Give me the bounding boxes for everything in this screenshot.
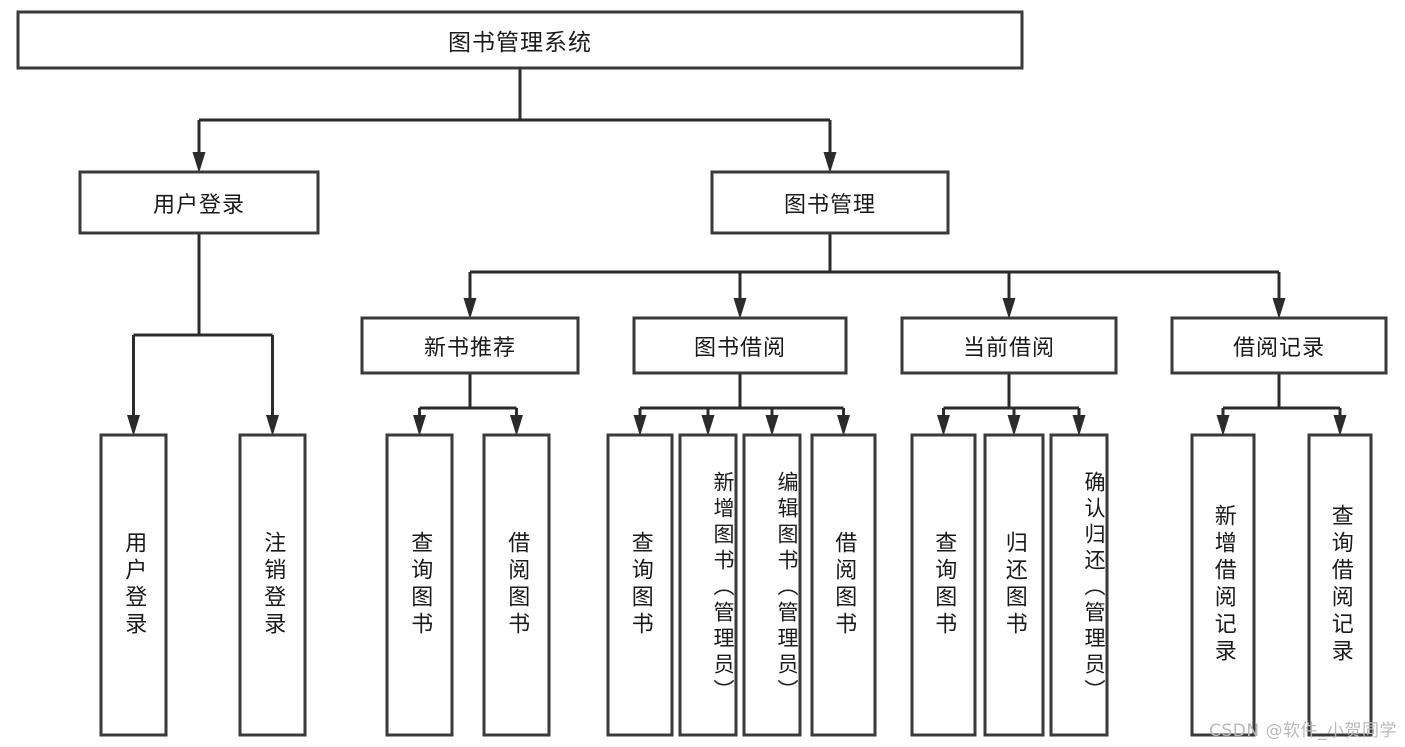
arrow-head-current-borrow	[1002, 298, 1016, 319]
arrow-head-new-book-recommend	[463, 298, 477, 319]
arrow-head-leaf-add-record	[1216, 415, 1230, 436]
arrow-head-book-manage	[823, 152, 837, 173]
node-box-leaf-add-record[interactable]	[1190, 433, 1256, 737]
node-box-leaf-confirm-return[interactable]	[1049, 433, 1109, 737]
node-box-new-book-recommend[interactable]	[360, 316, 580, 375]
node-box-leaf-add-book[interactable]	[678, 433, 738, 737]
connector-layer	[127, 68, 1347, 436]
node-box-root[interactable]	[16, 10, 1024, 70]
arrow-head-leaf-logout	[266, 415, 279, 436]
node-box-book-manage[interactable]	[710, 170, 950, 235]
node-box-leaf-query-book-1[interactable]	[385, 433, 454, 737]
node-box-leaf-edit-book[interactable]	[742, 433, 802, 737]
arrow-head-leaf-borrow-book-2	[837, 415, 850, 436]
node-box-borrow-record[interactable]	[1170, 316, 1388, 375]
arrow-head-leaf-query-book-2	[633, 415, 647, 436]
arrow-head-leaf-confirm-return	[1072, 415, 1086, 436]
node-box-leaf-borrow-book-1[interactable]	[482, 433, 551, 737]
box-layer	[16, 10, 1388, 737]
node-box-leaf-borrow-book-2[interactable]	[810, 433, 877, 737]
arrow-head-leaf-query-book-1	[413, 415, 426, 436]
arrow-head-leaf-edit-book	[765, 415, 779, 436]
arrow-head-leaf-query-record	[1333, 415, 1347, 436]
arrow-head-borrow-record	[1272, 298, 1286, 319]
arrow-head-leaf-user-login	[127, 415, 140, 436]
arrow-head-leaf-borrow-book-1	[510, 415, 523, 436]
watermark-text: CSDN @软件_小贺同学	[1209, 721, 1397, 741]
arrow-head-leaf-return-book	[1007, 415, 1021, 436]
node-box-leaf-query-record[interactable]	[1307, 433, 1373, 737]
node-box-book-borrow[interactable]	[632, 316, 848, 375]
node-box-leaf-query-book-3[interactable]	[910, 433, 977, 737]
node-box-current-borrow[interactable]	[900, 316, 1118, 375]
arrow-head-user-login	[192, 152, 206, 173]
node-box-leaf-return-book[interactable]	[983, 433, 1045, 737]
node-box-leaf-user-login[interactable]	[99, 433, 168, 737]
arrow-head-book-borrow	[733, 298, 747, 319]
node-box-user-login[interactable]	[78, 170, 320, 235]
arrow-head-leaf-query-book-3	[937, 415, 950, 436]
node-box-leaf-logout[interactable]	[238, 433, 307, 737]
node-box-leaf-query-book-2[interactable]	[606, 433, 674, 737]
arrow-head-leaf-add-book	[701, 415, 715, 436]
